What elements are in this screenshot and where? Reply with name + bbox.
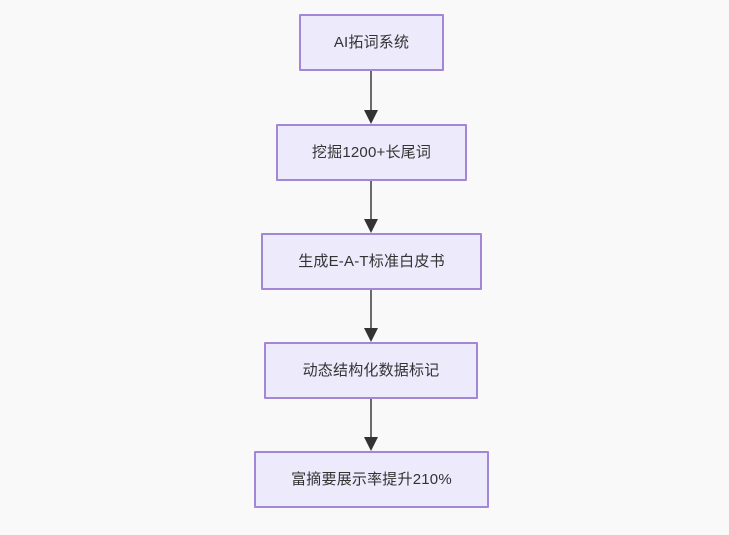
- flow-node-mine-longtail-keywords[interactable]: 挖掘1200+长尾词: [276, 124, 467, 181]
- arrowhead-n2-n3: [364, 219, 378, 233]
- arrowhead-n4-n5: [364, 437, 378, 451]
- flow-node-dynamic-structured-data-markup[interactable]: 动态结构化数据标记: [264, 342, 478, 399]
- flow-node-rich-snippet-rate-increase[interactable]: 富摘要展示率提升210%: [254, 451, 489, 508]
- flow-node-ai-keyword-system[interactable]: AI拓词系统: [299, 14, 444, 71]
- arrowhead-n1-n2: [364, 110, 378, 124]
- arrowhead-n3-n4: [364, 328, 378, 342]
- flow-node-generate-eat-whitepaper[interactable]: 生成E-A-T标准白皮书: [261, 233, 482, 290]
